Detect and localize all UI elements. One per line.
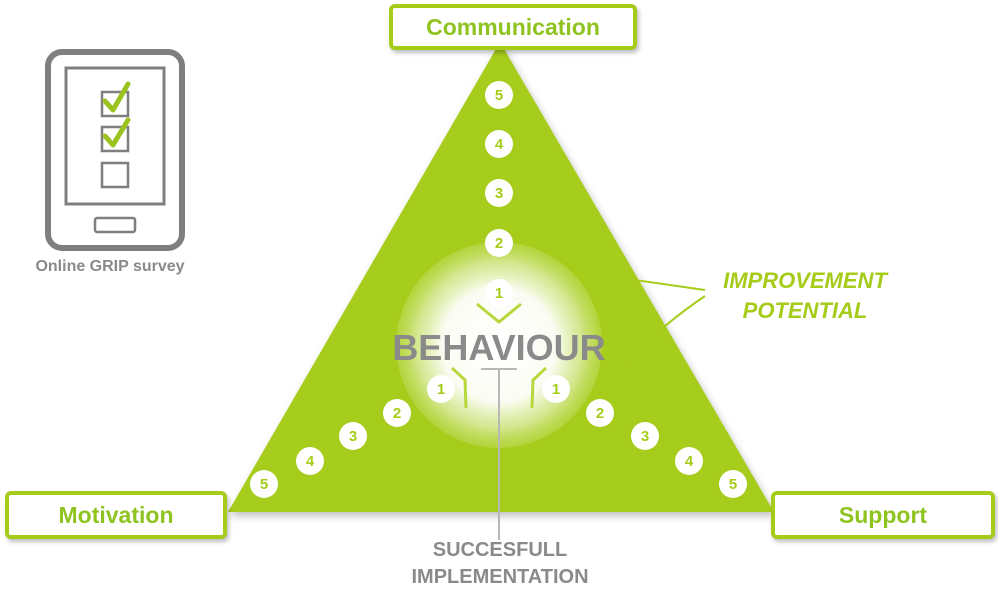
success-pointer-line bbox=[481, 368, 517, 540]
scale-item: 5 bbox=[485, 81, 513, 109]
communication-label: Communication bbox=[389, 4, 637, 50]
scale-item: 2 bbox=[383, 399, 411, 427]
svg-text:3: 3 bbox=[641, 428, 649, 445]
scale-item: 1 bbox=[427, 375, 455, 403]
motivation-label: Motivation bbox=[5, 491, 227, 539]
scale-item: 5 bbox=[719, 470, 747, 498]
support-scale: 5 4 3 2 1 bbox=[542, 375, 747, 498]
scale-item: 5 bbox=[250, 470, 278, 498]
svg-text:1: 1 bbox=[437, 381, 445, 398]
svg-text:2: 2 bbox=[393, 405, 401, 422]
svg-text:5: 5 bbox=[729, 476, 737, 493]
improvement-potential-label: IMPROVEMENT POTENTIAL bbox=[723, 268, 887, 323]
scale-item: 4 bbox=[296, 447, 324, 475]
communication-scale: 5 4 3 2 1 bbox=[485, 81, 513, 307]
svg-text:4: 4 bbox=[306, 453, 315, 470]
scale-item: 4 bbox=[675, 447, 703, 475]
svg-text:5: 5 bbox=[260, 476, 268, 493]
checkbox-1 bbox=[100, 90, 130, 118]
svg-text:2: 2 bbox=[495, 235, 503, 252]
scale-item: 3 bbox=[485, 179, 513, 207]
motivation-scale: 5 4 3 2 1 bbox=[250, 375, 455, 498]
svg-text:1: 1 bbox=[552, 381, 560, 398]
checkmark-icon bbox=[102, 81, 131, 113]
svg-text:3: 3 bbox=[349, 428, 357, 445]
svg-text:5: 5 bbox=[495, 87, 503, 104]
checkbox-3 bbox=[100, 161, 130, 189]
scale-item: 4 bbox=[485, 130, 513, 158]
scale-item: 1 bbox=[542, 375, 570, 403]
scale-item: 3 bbox=[631, 422, 659, 450]
scale-item: 1 bbox=[485, 279, 513, 307]
checkmark-icon bbox=[102, 117, 131, 148]
checkbox-2 bbox=[100, 125, 130, 153]
successful-implementation-label: SUCCESFULL IMPLEMENTATION bbox=[411, 539, 589, 588]
behaviour-label: BEHAVIOUR bbox=[392, 327, 605, 368]
tablet-checklist-icon bbox=[45, 49, 185, 251]
survey-label: Online GRIP survey bbox=[35, 258, 185, 275]
svg-text:2: 2 bbox=[596, 405, 604, 422]
scale-item: 2 bbox=[485, 229, 513, 257]
support-label: Support bbox=[771, 491, 995, 539]
chevron-markers bbox=[450, 302, 548, 409]
scale-item: 3 bbox=[339, 422, 367, 450]
svg-text:3: 3 bbox=[495, 185, 503, 202]
scale-item: 2 bbox=[586, 399, 614, 427]
svg-text:4: 4 bbox=[495, 136, 504, 153]
svg-text:1: 1 bbox=[495, 285, 503, 302]
svg-text:4: 4 bbox=[685, 453, 694, 470]
